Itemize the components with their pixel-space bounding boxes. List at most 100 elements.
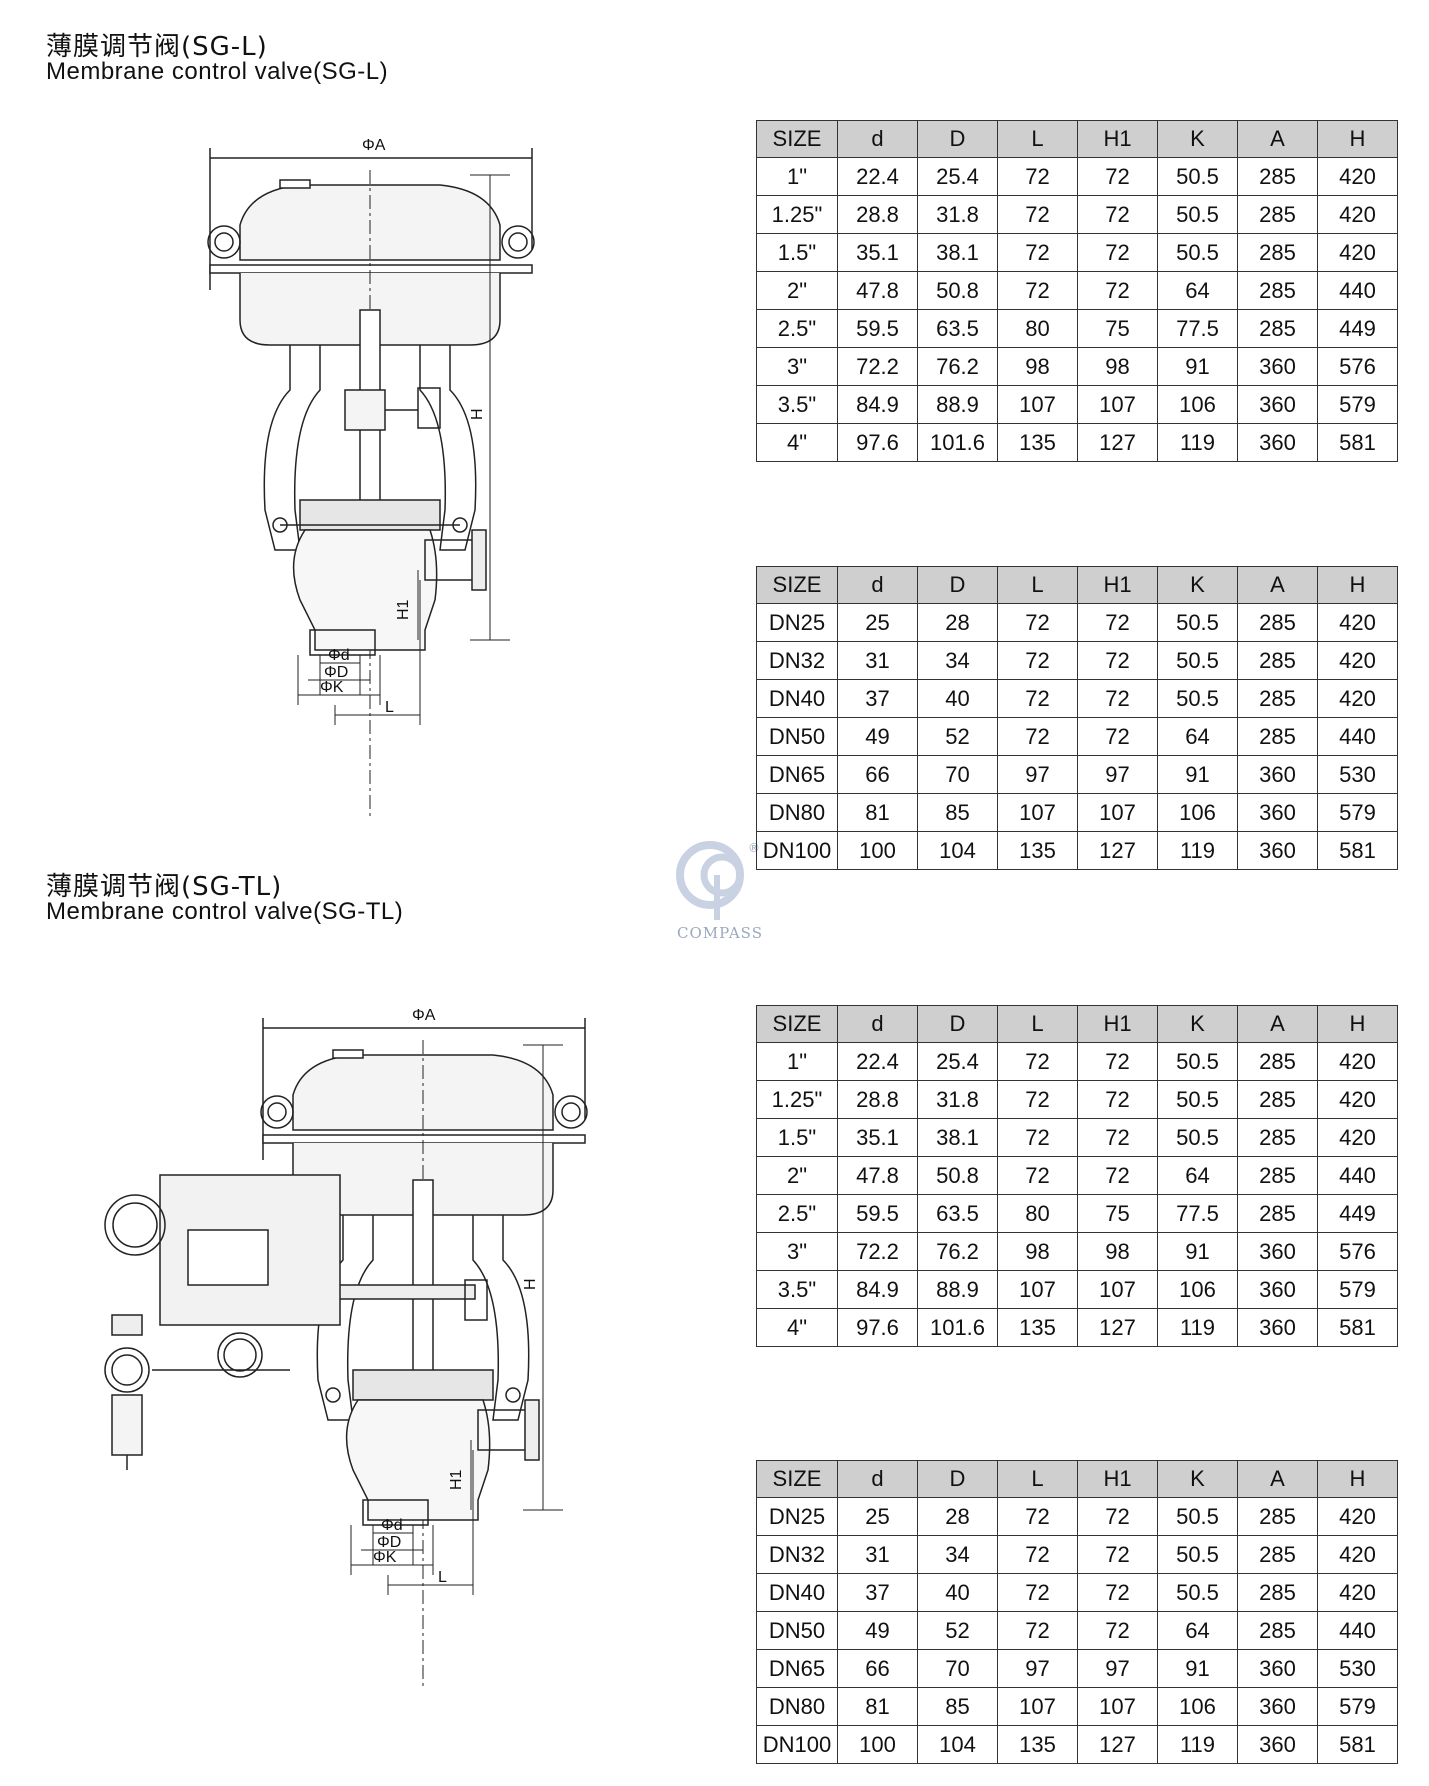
value-cell: 107 bbox=[1077, 1270, 1158, 1309]
value-cell: 91 bbox=[1157, 1232, 1238, 1271]
column-header: SIZE bbox=[756, 120, 838, 158]
size-cell: 4" bbox=[756, 423, 838, 462]
size-cell: 3" bbox=[756, 1232, 838, 1271]
phi-a-label-2: ΦA bbox=[412, 1007, 436, 1024]
value-cell: 127 bbox=[1077, 1308, 1158, 1347]
value-cell: 85 bbox=[917, 793, 998, 832]
value-cell: 22.4 bbox=[837, 157, 918, 196]
value-cell: 106 bbox=[1157, 1270, 1238, 1309]
value-cell: 285 bbox=[1237, 309, 1318, 348]
valve-drawing-sg-l: ΦA H H1 bbox=[180, 130, 580, 820]
value-cell: 25.4 bbox=[917, 1042, 998, 1081]
value-cell: 75 bbox=[1077, 309, 1158, 348]
column-header: SIZE bbox=[756, 566, 838, 604]
h1-label: H1 bbox=[395, 599, 412, 620]
value-cell: 72 bbox=[997, 1497, 1078, 1536]
value-cell: 35.1 bbox=[837, 233, 918, 272]
value-cell: 72 bbox=[1077, 679, 1158, 718]
value-cell: 85 bbox=[917, 1687, 998, 1726]
value-cell: 576 bbox=[1317, 347, 1398, 386]
value-cell: 50.5 bbox=[1157, 641, 1238, 680]
value-cell: 75 bbox=[1077, 1194, 1158, 1233]
size-cell: 2" bbox=[756, 271, 838, 310]
value-cell: 52 bbox=[917, 717, 998, 756]
value-cell: 72 bbox=[1077, 157, 1158, 196]
section2-title-en: Membrane control valve(SG-TL) bbox=[46, 898, 404, 925]
column-header: H bbox=[1317, 1460, 1398, 1498]
value-cell: 84.9 bbox=[837, 1270, 918, 1309]
value-cell: 35.1 bbox=[837, 1118, 918, 1157]
value-cell: 135 bbox=[997, 1308, 1078, 1347]
size-cell: 1" bbox=[756, 157, 838, 196]
value-cell: 72 bbox=[997, 233, 1078, 272]
value-cell: 72 bbox=[1077, 195, 1158, 234]
value-cell: 285 bbox=[1237, 195, 1318, 234]
column-header: A bbox=[1237, 120, 1318, 158]
value-cell: 70 bbox=[917, 1649, 998, 1688]
value-cell: 31 bbox=[837, 1535, 918, 1574]
value-cell: 100 bbox=[837, 831, 918, 870]
value-cell: 285 bbox=[1237, 1156, 1318, 1195]
value-cell: 581 bbox=[1317, 423, 1398, 462]
h-label-2: H bbox=[522, 1278, 539, 1290]
value-cell: 77.5 bbox=[1157, 1194, 1238, 1233]
compass-logo: ® COMPASS bbox=[660, 830, 780, 942]
size-cell: DN40 bbox=[756, 679, 838, 718]
value-cell: 52 bbox=[917, 1611, 998, 1650]
value-cell: 72 bbox=[997, 641, 1078, 680]
size-cell: 1.25" bbox=[756, 1080, 838, 1119]
value-cell: 50.8 bbox=[917, 271, 998, 310]
value-cell: 97.6 bbox=[837, 423, 918, 462]
value-cell: 98 bbox=[997, 347, 1078, 386]
l-label-2: L bbox=[438, 1569, 447, 1586]
value-cell: 579 bbox=[1317, 1270, 1398, 1309]
value-cell: 576 bbox=[1317, 1232, 1398, 1271]
value-cell: 64 bbox=[1157, 271, 1238, 310]
value-cell: 72 bbox=[1077, 1080, 1158, 1119]
value-cell: 49 bbox=[837, 717, 918, 756]
value-cell: 420 bbox=[1317, 1573, 1398, 1612]
value-cell: 38.1 bbox=[917, 1118, 998, 1157]
value-cell: 135 bbox=[997, 831, 1078, 870]
l-label: L bbox=[385, 699, 394, 716]
column-header: L bbox=[997, 566, 1078, 604]
value-cell: 581 bbox=[1317, 831, 1398, 870]
value-cell: 34 bbox=[917, 641, 998, 680]
value-cell: 28.8 bbox=[837, 195, 918, 234]
value-cell: 77.5 bbox=[1157, 309, 1238, 348]
value-cell: 107 bbox=[1077, 1687, 1158, 1726]
value-cell: 72 bbox=[1077, 641, 1158, 680]
size-cell: 2" bbox=[756, 1156, 838, 1195]
value-cell: 50.5 bbox=[1157, 157, 1238, 196]
column-header: D bbox=[917, 1005, 998, 1043]
column-header: SIZE bbox=[756, 1460, 838, 1498]
value-cell: 360 bbox=[1237, 385, 1318, 424]
phi-d-small-label-2: Φd bbox=[381, 1517, 403, 1534]
column-header: A bbox=[1237, 566, 1318, 604]
column-header: L bbox=[997, 120, 1078, 158]
value-cell: 40 bbox=[917, 1573, 998, 1612]
column-header: A bbox=[1237, 1460, 1318, 1498]
column-header: H1 bbox=[1077, 1460, 1158, 1498]
value-cell: 98 bbox=[997, 1232, 1078, 1271]
value-cell: 49 bbox=[837, 1611, 918, 1650]
value-cell: 107 bbox=[1077, 385, 1158, 424]
value-cell: 285 bbox=[1237, 1535, 1318, 1574]
value-cell: 360 bbox=[1237, 793, 1318, 832]
column-header: L bbox=[997, 1005, 1078, 1043]
value-cell: 88.9 bbox=[917, 385, 998, 424]
column-header: H1 bbox=[1077, 120, 1158, 158]
phi-d-large-label: ΦD bbox=[324, 664, 348, 681]
value-cell: 285 bbox=[1237, 1611, 1318, 1650]
